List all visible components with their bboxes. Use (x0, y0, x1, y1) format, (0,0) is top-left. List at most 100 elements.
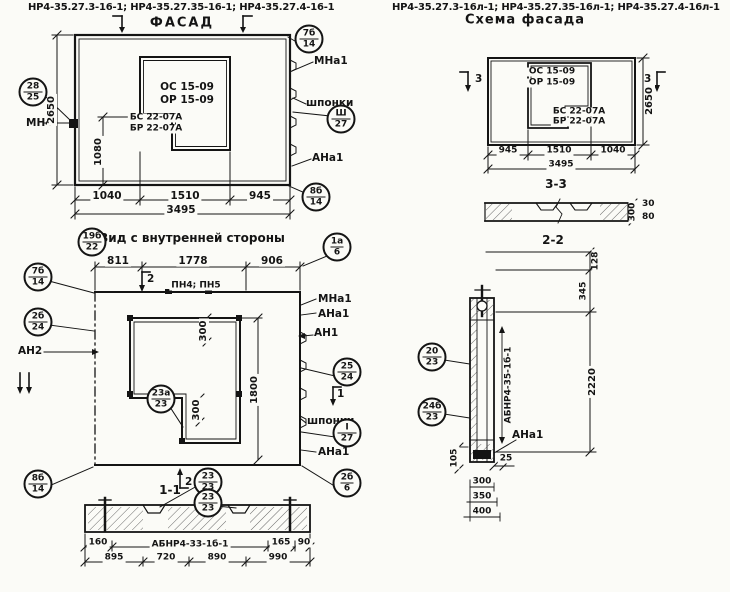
callout-den: 6 (330, 246, 344, 258)
section-1-1-dim-890: 890 (205, 552, 229, 563)
section-2-2-linework (443, 247, 597, 522)
view-dim-300-bottom: 300 (191, 397, 202, 423)
section-2-2-dim-25: 25 (497, 453, 515, 464)
callout-num: 19б (82, 231, 102, 242)
view-label-an1: АН1 (314, 327, 339, 339)
callout-num: 20 (425, 346, 439, 357)
view-label-pn: ПН4; ПН5 (169, 280, 223, 291)
callout-den: 23 (151, 398, 171, 410)
facade-label-bs: БС 22-07А (127, 112, 185, 123)
section-3-3-dim-300: 300 (627, 200, 638, 224)
view-dim-300-top: 300 (198, 318, 209, 344)
section-1-1-dim-160: 160 (86, 537, 110, 548)
view-mark-2-top: 2 (147, 273, 155, 285)
facade-callout-7b-14: 7б 14 (294, 24, 324, 54)
facade-label-mna1: МНа1 (314, 55, 348, 67)
scheme-dim-w3: 1040 (598, 145, 628, 156)
callout-den: 14 (28, 483, 48, 495)
facade-title: ФАСАД (149, 15, 215, 31)
callout-den: 23 (422, 411, 442, 423)
section-1-1-callout-23-23-b: 23 23 (193, 488, 223, 518)
section-2-2-title: 2-2 (542, 233, 564, 247)
callout-num: 23 (201, 471, 215, 482)
facade-dim-w1: 1040 (90, 189, 124, 202)
section-3-3-dim-80: 80 (642, 212, 655, 222)
view-callout-1a-6: 1а 6 (322, 232, 352, 262)
callout-num: 7б (31, 266, 45, 277)
scheme-title: Схема фасада (464, 12, 586, 28)
facade-label-os: ОС 15-09 (158, 80, 216, 93)
section-1-1-dim-895: 895 (102, 552, 126, 563)
section-2-2-dim-2220: 2220 (587, 366, 598, 398)
view-label-shponki: шпонки (307, 415, 355, 427)
callout-num: Ш (335, 108, 347, 119)
callout-den: 14 (299, 38, 319, 50)
callout-num: 24б (422, 401, 442, 412)
facade-label-ana1: АНа1 (312, 152, 344, 164)
view-callout-23a-23: 23а 23 (146, 384, 176, 414)
section-1-1-title: 1-1 (159, 483, 181, 497)
facade-label-br: БР 22-07А (127, 123, 185, 134)
facade-label-shponki: шпонки (306, 97, 354, 109)
scheme-dim-height: 2650 (644, 85, 655, 117)
scheme-dim-total: 3495 (546, 159, 576, 170)
view-label-mna1: МНа1 (318, 293, 352, 305)
callout-num: 28 (26, 81, 40, 92)
callout-num: 7б (302, 28, 316, 39)
callout-den: 24 (337, 371, 357, 383)
header-left: НР4-35.27.3-16-1; НР4-35.27.35-16-1; НР4… (28, 2, 335, 13)
section-2-2-dim-345: 345 (578, 279, 589, 303)
section-1-1-label: АБНР4-33-1б-1 (149, 539, 231, 550)
scheme-mark-3-right: 3 (644, 73, 652, 85)
view-label-ana1-top: АНа1 (318, 308, 350, 320)
view-label-ana1-bottom: АНа1 (318, 446, 350, 458)
section-2-2-label-ana1: АНа1 (512, 429, 544, 441)
view-callout-8b-14: 8б 14 (23, 469, 53, 499)
section-2-2-dim-128: 128 (590, 249, 601, 273)
callout-num: 8б (31, 473, 45, 484)
scheme-dim-w1: 945 (496, 145, 520, 156)
callout-den: 23 (198, 502, 218, 514)
scheme-label-br: БР 22-07А (550, 116, 608, 127)
callout-den: 27 (337, 432, 357, 444)
callout-den: 6 (340, 482, 354, 494)
facade-dim-w3: 945 (247, 189, 273, 202)
view-dim-w3: 906 (259, 254, 285, 267)
view-callout-i-27: I 27 (332, 418, 362, 448)
view-linework (17, 255, 342, 489)
callout-den: 23 (198, 481, 218, 493)
section-2-2-dim-350: 350 (470, 491, 494, 502)
callout-den: 27 (331, 118, 351, 130)
section-3-3-dim-30: 30 (642, 199, 655, 209)
section-2-2-callout-20-23: 20 23 (417, 342, 447, 372)
scheme-label-bs: БС 22-07А (550, 106, 608, 117)
scheme-dim-w2: 1510 (544, 145, 574, 156)
section-3-3-linework (484, 198, 638, 226)
callout-den: 22 (82, 241, 102, 253)
view-callout-25-24: 25 24 (332, 357, 362, 387)
section-2-2-dim-105: 105 (449, 446, 460, 470)
section-2-2-dim-400: 400 (470, 506, 494, 517)
callout-den: 25 (23, 91, 43, 103)
facade-dim-height: 2650 (46, 94, 57, 126)
section-2-2-callout-24b-23: 24б 23 (417, 397, 447, 427)
callout-num: 8б (309, 186, 323, 197)
facade-dim-w2: 1510 (168, 189, 202, 202)
callout-num: 2б (31, 311, 45, 322)
section-1-1-dim-90: 90 (295, 537, 313, 548)
view-title: Вид с внутренней стороны (99, 231, 285, 245)
facade-callout-28-25: 28 25 (18, 77, 48, 107)
callout-num: I (345, 422, 349, 433)
view-label-an2: АН2 (18, 345, 43, 357)
facade-callout-8b-14: 8б 14 (301, 182, 331, 212)
scheme-label-os: ОС 15-09 (526, 66, 578, 77)
callout-den: 24 (28, 321, 48, 333)
section-2-2-dim-300: 300 (470, 476, 494, 487)
view-callout-19b-22: 19б 22 (77, 227, 107, 257)
section-1-1-linework (80, 485, 315, 567)
section-2-2-label: АБНР4-35-1б-1 (503, 344, 514, 426)
header-right: НР4-35.27.3-16л-1; НР4-35.27.35-16л-1; Н… (392, 2, 720, 13)
section-1-1-dim-720: 720 (154, 552, 178, 563)
section-3-3-title: 3-3 (545, 177, 567, 191)
